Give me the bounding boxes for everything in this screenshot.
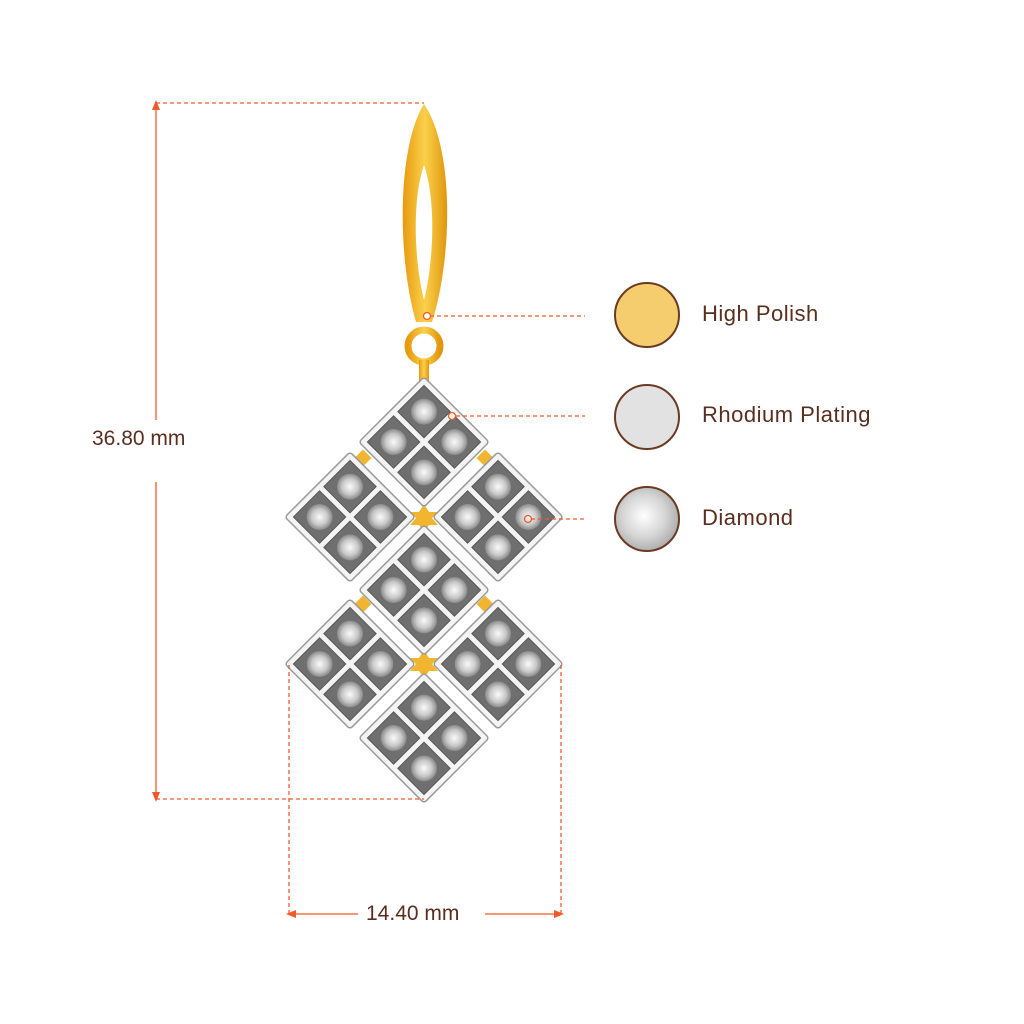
legend-diamond: Diamond bbox=[702, 505, 794, 530]
legend-high-polish: High Polish bbox=[702, 301, 819, 326]
dimension-lines bbox=[155, 102, 585, 916]
dimension-arrowheads bbox=[152, 100, 564, 918]
high-polish-swatch bbox=[614, 282, 680, 348]
width-dimension-label: 14.40 mm bbox=[362, 902, 464, 926]
rhodium-tiles bbox=[284, 376, 564, 804]
diamond-swatch bbox=[614, 486, 680, 552]
legend-rhodium-plating: Rhodium Plating bbox=[702, 402, 871, 427]
rhodium-plating-swatch bbox=[614, 384, 680, 450]
gold-hook bbox=[402, 104, 448, 386]
height-dimension-label: 36.80 mm bbox=[88, 427, 190, 451]
gold-connectors bbox=[354, 449, 494, 678]
